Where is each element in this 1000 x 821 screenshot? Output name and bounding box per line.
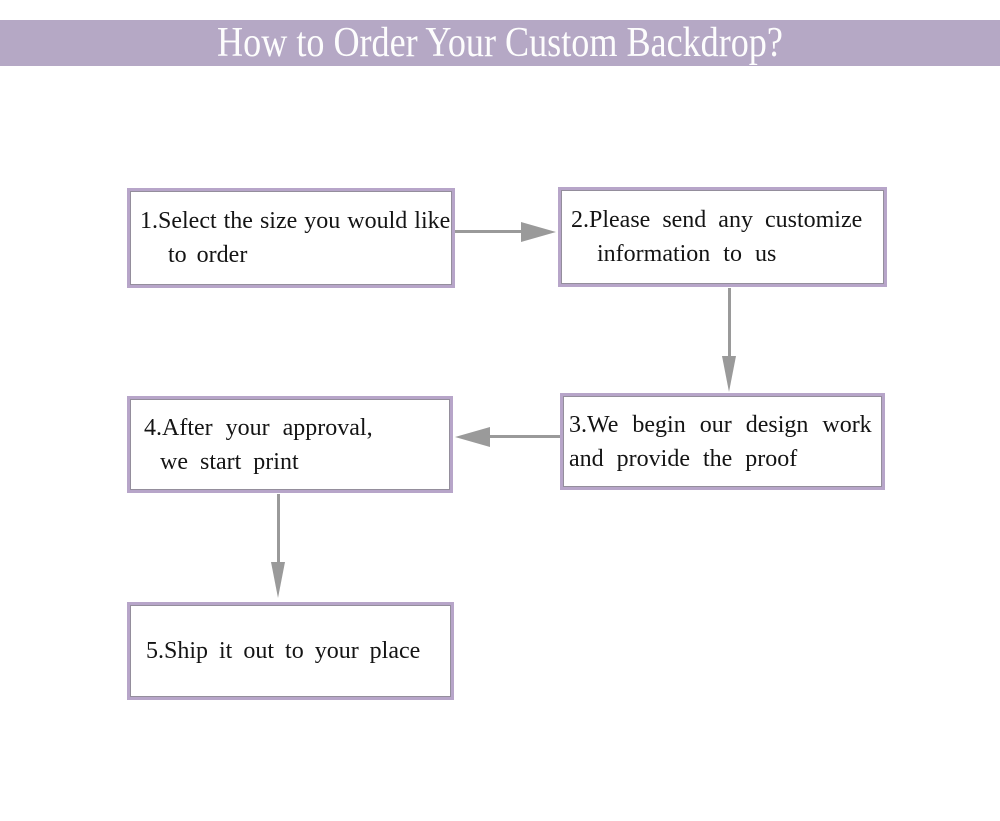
arrow-left-icon (455, 427, 490, 447)
step-4-line-1: 4.After your approval, (144, 414, 373, 441)
arrow-1-to-2-line (455, 230, 522, 233)
step-5-line-1: 5.Ship it out to your place (146, 638, 421, 664)
arrow-down-icon (271, 562, 285, 598)
arrow-right-icon (521, 222, 556, 242)
arrow-4-to-5-line (277, 494, 280, 563)
step-1-line-1: 1.Select the size you would like (140, 208, 451, 234)
step-1-line-2: to order (168, 242, 248, 268)
step-1-box: 1.Select the size you would like to orde… (127, 188, 455, 288)
page-title: How to Order Your Custom Backdrop? (217, 20, 783, 66)
arrow-down-icon (722, 356, 736, 392)
arrow-2-to-3-line (728, 288, 731, 357)
step-3-line-2: and provide the proof (569, 445, 798, 472)
step-4-line-2: we start print (160, 448, 299, 475)
step-3-box: 3.We begin our design work and provide t… (560, 393, 885, 490)
arrow-3-to-4-line (490, 435, 560, 438)
step-4-box: 4.After your approval, we start print (127, 396, 453, 493)
step-5-box: 5.Ship it out to your place (127, 602, 454, 700)
step-3-line-1: 3.We begin our design work (569, 411, 872, 438)
header-banner: How to Order Your Custom Backdrop? (0, 20, 1000, 66)
step-2-box: 2.Please send any customize information … (558, 187, 887, 287)
step-2-line-2: information to us (597, 241, 777, 267)
step-2-line-1: 2.Please send any customize (571, 207, 863, 233)
